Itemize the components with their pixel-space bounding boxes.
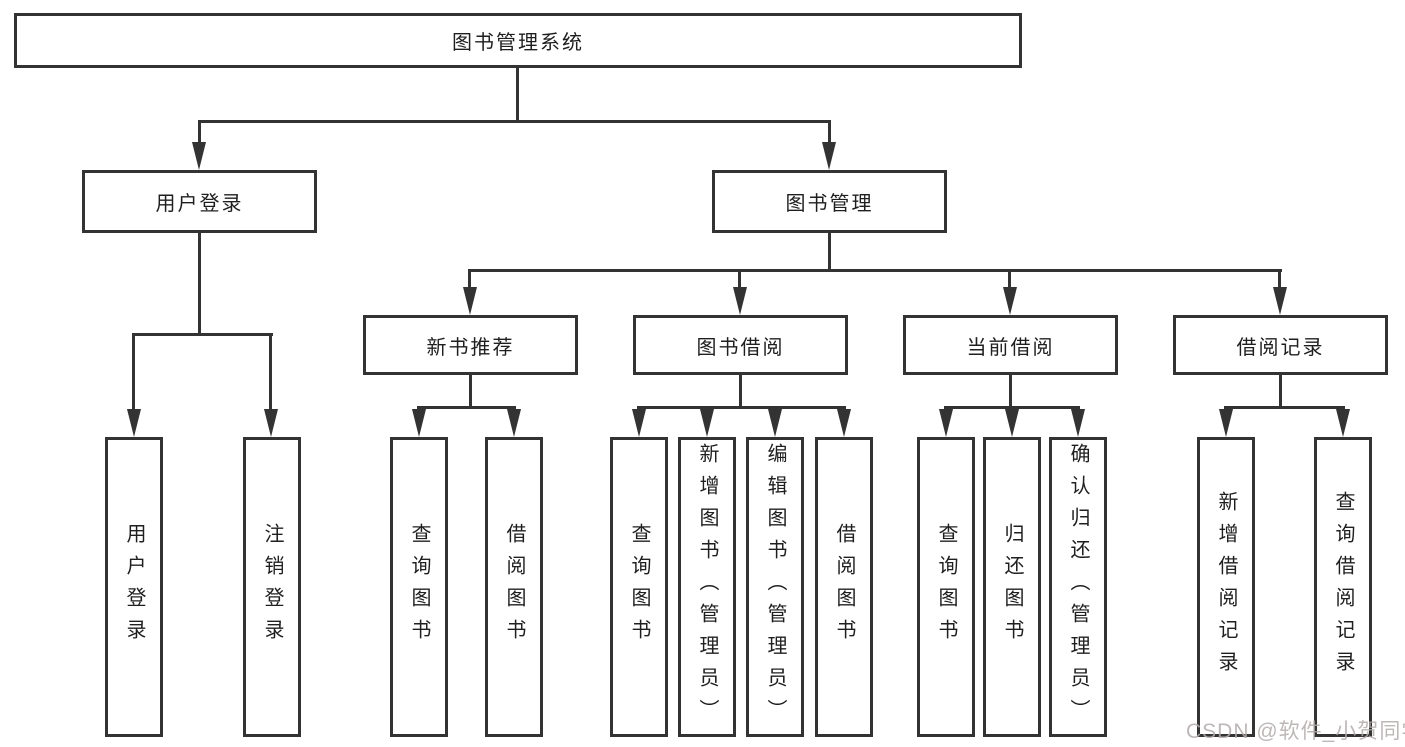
- arrowhead-down: [939, 409, 953, 437]
- arrowhead-down: [1005, 409, 1019, 437]
- arrowhead-down: [192, 142, 206, 170]
- leaf-borrowing-add-books-admin-label: 新增图书（管理员）: [696, 443, 718, 731]
- leaf-current-confirm-return-admin: 确认归还（管理员）: [1049, 437, 1107, 737]
- connector-line: [132, 333, 273, 336]
- node-book-borrowing: 图书借阅: [633, 315, 848, 375]
- arrowhead-down: [1071, 409, 1085, 437]
- node-current-borrowing: 当前借阅: [903, 315, 1118, 375]
- node-user-login-group-label: 用户登录: [155, 193, 244, 215]
- connector-line: [198, 120, 831, 123]
- arrowhead-down: [1219, 409, 1233, 437]
- connector-line: [637, 406, 846, 409]
- node-book-management-label: 图书管理: [785, 193, 874, 215]
- leaf-records-query-record-label: 查询借阅记录: [1332, 491, 1354, 683]
- leaf-records-query-record: 查询借阅记录: [1314, 437, 1372, 737]
- leaf-borrowing-borrow-books: 借阅图书: [815, 437, 873, 737]
- node-user-login-group: 用户登录: [82, 170, 317, 233]
- arrowhead-down: [822, 142, 836, 170]
- arrowhead-down: [632, 409, 646, 437]
- leaf-records-add-record: 新增借阅记录: [1197, 437, 1255, 737]
- connector-line: [1278, 269, 1281, 293]
- arrowhead-down: [127, 409, 141, 437]
- arrowhead-down: [412, 409, 426, 437]
- leaf-current-return-books-label: 归还图书: [1001, 523, 1023, 651]
- node-new-book-recommend-label: 新书推荐: [426, 336, 515, 359]
- connector-line: [738, 269, 741, 293]
- leaf-user-login: 用户登录: [105, 437, 163, 737]
- leaf-borrowing-query-books-label: 查询图书: [628, 523, 650, 651]
- arrowhead-down: [507, 409, 521, 437]
- arrowhead-down: [1336, 409, 1350, 437]
- node-book-management: 图书管理: [712, 170, 947, 233]
- connector-line: [198, 120, 201, 146]
- connector-line: [269, 333, 272, 413]
- leaf-logout: 注销登录: [243, 437, 301, 737]
- leaf-user-login-label: 用户登录: [123, 523, 145, 651]
- connector-line: [468, 269, 471, 293]
- connector-line: [1279, 375, 1282, 409]
- node-root-system: 图书管理系统: [14, 13, 1022, 68]
- arrowhead-down: [700, 409, 714, 437]
- arrowhead-down: [463, 287, 477, 315]
- connector-line: [469, 375, 472, 409]
- leaf-current-return-books: 归还图书: [983, 437, 1041, 737]
- node-borrowing-records-label: 借阅记录: [1236, 336, 1325, 359]
- connector-line: [828, 120, 831, 146]
- connector-line: [132, 333, 135, 413]
- connector-line: [417, 406, 516, 409]
- connector-line: [1008, 269, 1011, 293]
- csdn-watermark: CSDN @软件_小贺同学: [1186, 720, 1405, 743]
- leaf-recommend-query-books-label: 查询图书: [408, 523, 430, 651]
- connector-line: [739, 375, 742, 409]
- leaf-borrowing-borrow-books-label: 借阅图书: [833, 523, 855, 651]
- arrowhead-down: [264, 409, 278, 437]
- leaf-borrowing-query-books: 查询图书: [610, 437, 668, 737]
- node-root-label: 图书管理系统: [452, 32, 584, 54]
- node-new-book-recommend: 新书推荐: [363, 315, 578, 375]
- connector-line: [198, 233, 201, 336]
- leaf-current-query-books: 查询图书: [917, 437, 975, 737]
- arrowhead-down: [837, 409, 851, 437]
- leaf-recommend-query-books: 查询图书: [390, 437, 448, 737]
- arrowhead-down: [1003, 287, 1017, 315]
- arrowhead-down: [733, 287, 747, 315]
- leaf-records-add-record-label: 新增借阅记录: [1215, 491, 1237, 683]
- leaf-current-confirm-return-admin-label: 确认归还（管理员）: [1067, 443, 1089, 731]
- connector-line: [828, 233, 831, 272]
- connector-line: [468, 269, 1282, 272]
- node-current-borrowing-label: 当前借阅: [966, 336, 1055, 359]
- leaf-borrowing-edit-books-admin: 编辑图书（管理员）: [746, 437, 804, 737]
- leaf-recommend-borrow-books-label: 借阅图书: [503, 523, 525, 651]
- leaf-logout-label: 注销登录: [261, 523, 283, 651]
- connector-line: [516, 68, 519, 123]
- node-book-borrowing-label: 图书借阅: [696, 336, 785, 359]
- arrowhead-down: [1273, 287, 1287, 315]
- leaf-recommend-borrow-books: 借阅图书: [485, 437, 543, 737]
- leaf-borrowing-edit-books-admin-label: 编辑图书（管理员）: [764, 443, 786, 731]
- connector-line: [1224, 406, 1345, 409]
- connector-line: [1009, 375, 1012, 409]
- leaf-current-query-books-label: 查询图书: [935, 523, 957, 651]
- leaf-borrowing-add-books-admin: 新增图书（管理员）: [678, 437, 736, 737]
- arrowhead-down: [768, 409, 782, 437]
- node-borrowing-records: 借阅记录: [1173, 315, 1388, 375]
